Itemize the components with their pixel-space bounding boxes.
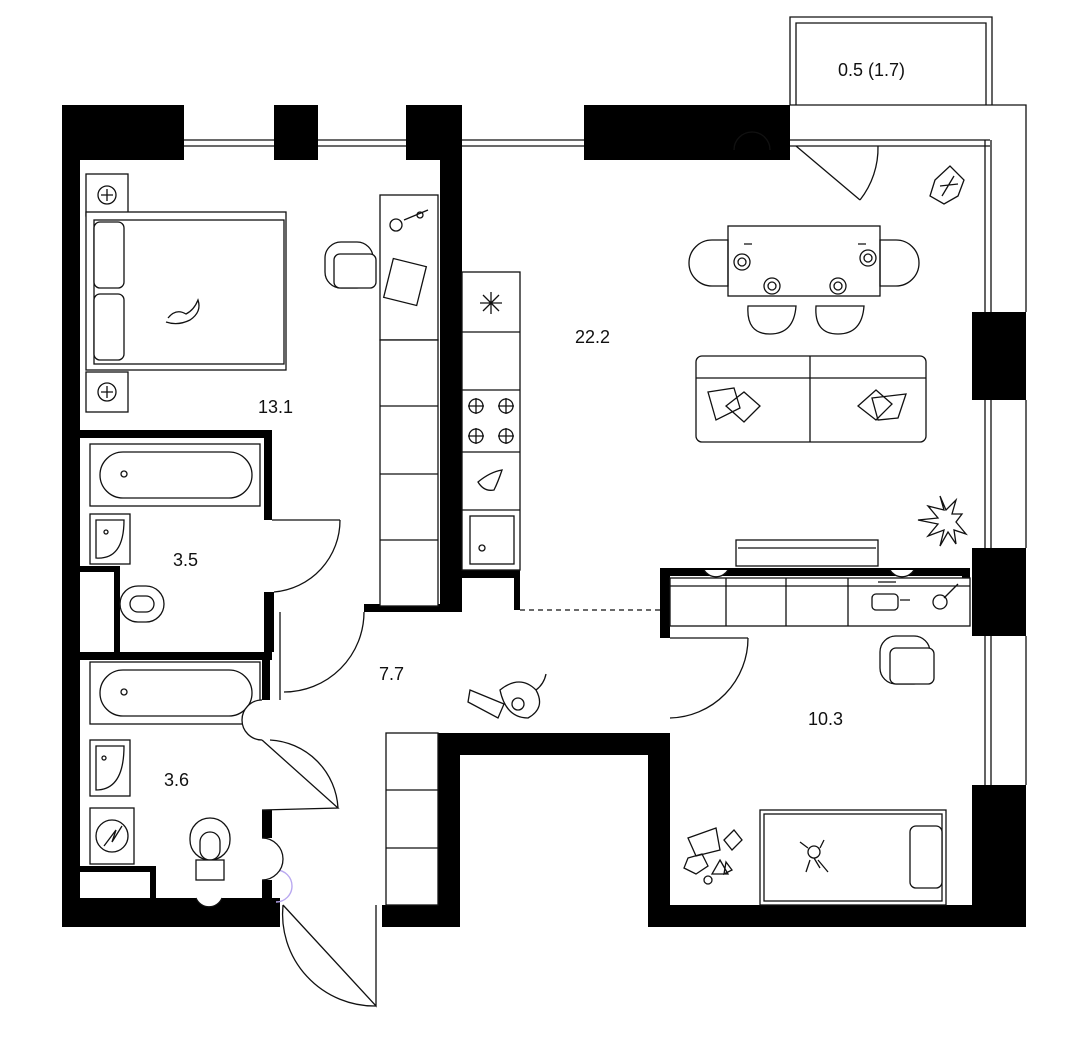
bedroom-area-label: 13.1 (258, 397, 293, 417)
windows (184, 104, 1027, 785)
bathroom-2-fixtures (89, 661, 293, 903)
room-labels: 0.5 (1.7) 13.1 22.2 3.5 3.6 7.7 10.3 (164, 60, 905, 790)
sofa (695, 355, 927, 443)
wall-notches (195, 569, 915, 908)
bathroom-1-area-label: 3.5 (173, 550, 198, 570)
living-kitchen-area-label: 22.2 (575, 327, 610, 347)
doors (261, 145, 879, 1008)
balcony-area-label: 0.5 (1.7) (838, 60, 905, 80)
bathroom-1-fixtures (89, 443, 261, 623)
balcony (789, 16, 993, 105)
kids-room-area-label: 10.3 (808, 709, 843, 729)
kids-room-furniture (669, 577, 971, 906)
kitchen-furniture (461, 271, 521, 571)
hallway-furniture (385, 673, 547, 906)
hallway-area-label: 7.7 (379, 664, 404, 684)
walls (62, 105, 1026, 927)
bedroom-furniture (85, 173, 439, 607)
bathroom-2-area-label: 3.6 (164, 770, 189, 790)
dining-set (688, 225, 920, 335)
living-extras (733, 131, 968, 567)
